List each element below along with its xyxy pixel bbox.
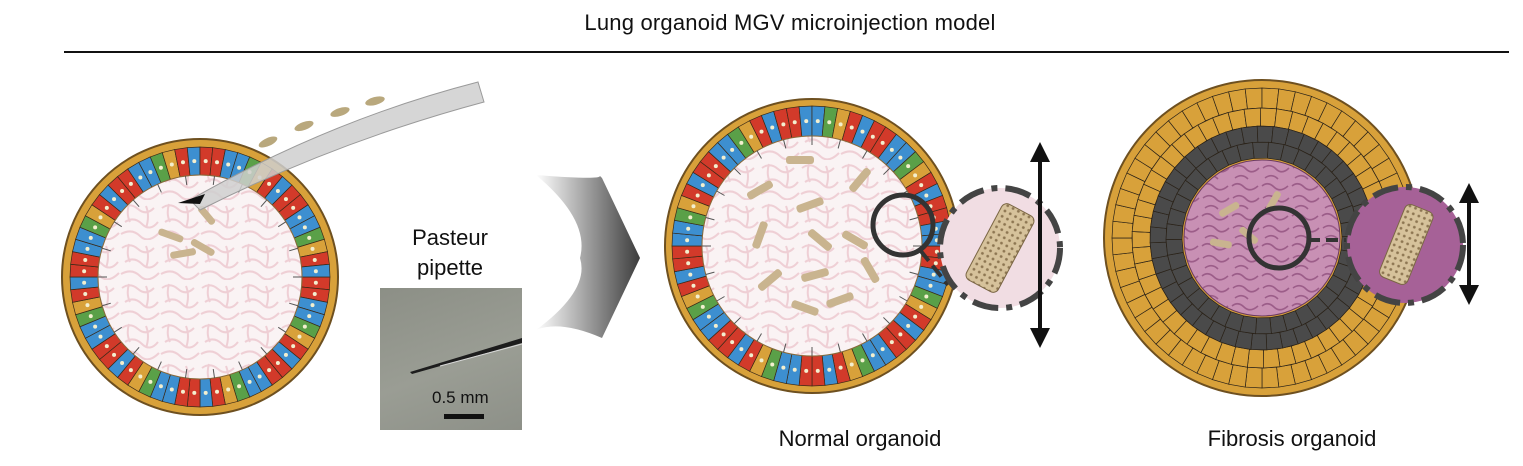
magnifier-circle-icon [870, 192, 950, 287]
normal-organoid-label: Normal organoid [778, 426, 942, 451]
fibrosis-organoid-label: Fibrosis organoid [1207, 426, 1377, 451]
scale-bar [444, 414, 484, 419]
scale-bar-label: 0.5 mm [432, 388, 489, 407]
figure-title: Lung organoid MGV microinjection model [584, 10, 996, 35]
organoid-normal [664, 98, 960, 394]
epithelial-cell-ring [671, 105, 953, 387]
pipette-label-line1: Pasteur [412, 225, 488, 250]
mgv-particles [158, 205, 216, 259]
pipette-tip-image [410, 338, 523, 374]
organoid-injection [61, 138, 339, 416]
pipette-icon [178, 81, 485, 211]
pipette-label: Pasteur pipette [390, 223, 510, 283]
title-divider [64, 51, 1509, 53]
magnifier-circle-icon [1246, 205, 1346, 271]
arrow-icon [536, 175, 640, 338]
zoom-circle-fibrosis [1344, 184, 1466, 306]
cilia [702, 136, 922, 356]
mgv-particles [746, 156, 880, 316]
pipette-label-line2: pipette [416, 255, 484, 280]
pipette-photo [380, 288, 523, 430]
epithelial-cell-ring [69, 146, 331, 408]
